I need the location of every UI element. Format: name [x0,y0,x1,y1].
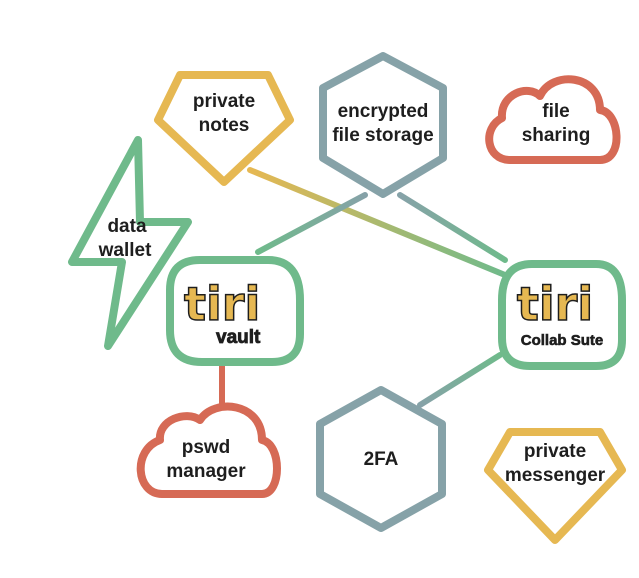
cloud-icon [485,75,621,164]
connectors [219,159,556,461]
private-notes-line2: notes [199,115,250,136]
rounded-badge-shape [498,260,626,370]
private-notes-line1: private [193,91,255,112]
file-sharing-line1: file [542,101,569,122]
edge-2fa-collab [417,352,503,408]
file-sharing-line2: sharing [522,125,591,146]
file-storage-line2: file storage [332,125,433,146]
node-file-sharing[interactable]: file sharing [485,75,621,164]
node-private-notes[interactable]: private notes [154,71,294,186]
gem-pentagon-shape [484,428,626,544]
node-tiri-collab-suite[interactable]: tiri Collab Sute [498,260,626,370]
data-wallet-line2: wallet [98,240,152,261]
node-pswd-manager[interactable]: pswd manager [136,402,281,498]
gem-pentagon-shape [154,71,294,186]
hexagon-shape [319,52,447,198]
edge-storage-vault [255,192,368,255]
private-messenger-line2: messenger [505,465,606,486]
tiri-vault-sub: vault [216,327,261,348]
node-2fa[interactable]: 2FA [316,386,446,532]
data-wallet-line1: data [107,216,147,237]
node-encrypted-file-storage[interactable]: encrypted file storage [319,52,447,198]
edge-storage-collab [397,192,508,263]
rounded-badge-shape [166,256,304,366]
node-data-wallet[interactable]: data wallet [68,136,192,350]
file-storage-line1: encrypted [338,101,429,122]
node-tiri-vault[interactable]: tiri vault [166,256,304,366]
lightning-bolt-icon [68,136,192,350]
tiri-vault-brand: tiri [184,277,260,331]
two-fa-label: 2FA [364,449,399,470]
cloud-icon [136,402,281,498]
pswd-manager-line2: manager [166,461,246,482]
tiri-collab-brand: tiri [517,277,593,331]
pswd-manager-line1: pswd [182,437,231,458]
node-private-messenger[interactable]: private messenger [484,428,626,544]
hexagon-shape [316,386,446,532]
private-messenger-line1: private [524,441,586,462]
tiri-collab-sub: Collab Sute [521,332,604,349]
edge-notes-collab [247,167,508,278]
